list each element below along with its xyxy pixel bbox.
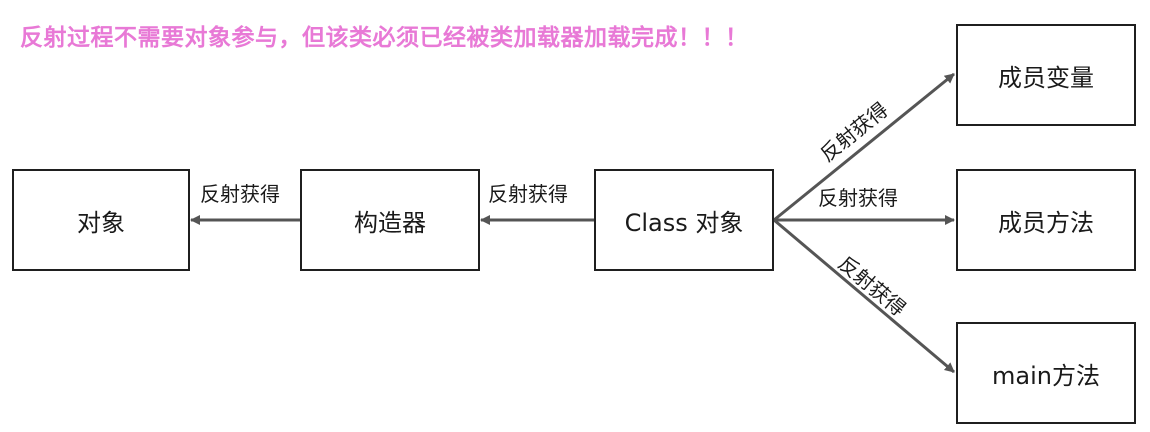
reflection-note: 反射过程不需要对象参与，但该类必须已经被类加载器加载完成！！！ [20, 25, 749, 51]
edge-label-constructor-to-object: 反射获得 [198, 182, 282, 206]
node-class-object: Class 对象 [594, 169, 774, 271]
node-member-method: 成员方法 [956, 169, 1136, 271]
edge-label-class-to-method: 反射获得 [816, 186, 900, 210]
node-member-variable: 成员变量 [956, 24, 1136, 126]
arrow-class-to-main [773, 218, 955, 374]
node-constructor: 构造器 [300, 169, 480, 271]
node-object: 对象 [12, 169, 190, 271]
arrow-class-to-variable [773, 72, 955, 222]
node-main-method: main方法 [956, 322, 1136, 424]
edge-label-class-to-constructor: 反射获得 [486, 182, 570, 206]
